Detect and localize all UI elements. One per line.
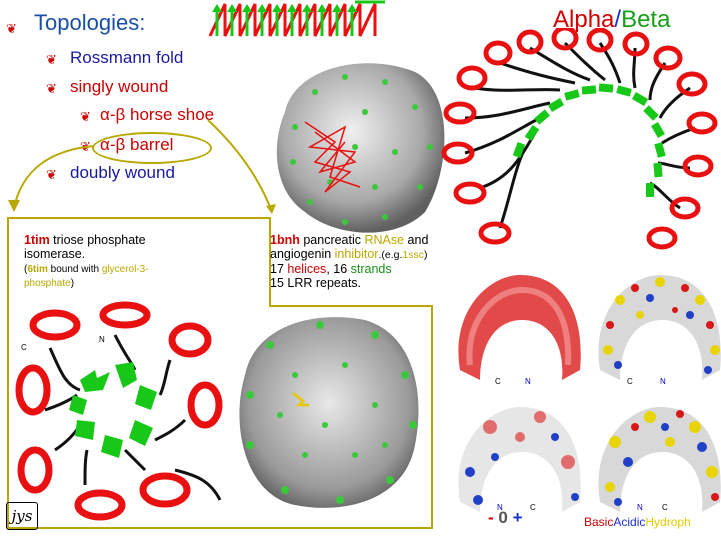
tim-sub-close: )	[70, 278, 75, 289]
bnh-inhibitor: inhibitor	[334, 247, 379, 261]
legend-plus: +	[512, 508, 523, 527]
author-logo: jys	[6, 502, 38, 530]
bnh-helices: helices	[287, 262, 327, 276]
panel4-c: C	[662, 503, 668, 512]
bnh-strand-sep: , 16	[326, 262, 351, 276]
bullet-icon: ❦	[6, 21, 17, 36]
panel1-n: N	[525, 377, 531, 386]
bnh-strands: strands	[350, 262, 392, 276]
surface-red	[458, 275, 581, 380]
tim-c-terminus: C	[21, 343, 27, 352]
bnh-angiogenin: angiogenin	[270, 247, 335, 261]
barrel-strands	[69, 362, 157, 458]
surface-charge	[458, 407, 581, 512]
tim-caption: 1tim triose phosphate isomerase. (6tim b…	[24, 233, 264, 291]
topologies-title: Topologies:	[34, 10, 146, 35]
topic-rossmann: Rossmann fold	[70, 48, 184, 67]
bnh-caption: 1bnh pancreatic RNAse and angiogenin inh…	[270, 233, 460, 290]
legend-minus: -	[488, 508, 494, 527]
tim-n-terminus: N	[99, 335, 105, 344]
panel3-c: C	[530, 503, 536, 512]
bnh-mid: pancreatic	[299, 233, 365, 247]
bnh-and: and	[404, 233, 429, 247]
bnh-paren: )	[423, 249, 428, 261]
helices	[441, 28, 718, 250]
legend-zero: 0	[498, 508, 508, 527]
legend-basic: Basic	[584, 515, 614, 529]
bnh-code: 1bnh	[270, 233, 300, 247]
bullet-icon: ❦	[46, 81, 57, 96]
bnh-ssc: 1ssc	[402, 249, 424, 261]
bnh-eg: .(e.g.	[378, 249, 403, 261]
panel2-n: N	[660, 377, 666, 386]
zigzag-helices	[208, 3, 377, 37]
legend-hydroph: Hydroph	[645, 515, 691, 529]
panel1-c: C	[495, 377, 501, 386]
bullet-icon: ❦	[46, 52, 57, 67]
tim-sub-open: (	[24, 264, 28, 275]
panel3-n: N	[497, 503, 503, 512]
tim-line2: isomerase.	[24, 247, 86, 261]
tim-line1: triose phosphate	[49, 233, 146, 247]
topic-singly-wound: singly wound	[70, 77, 169, 96]
tim-sub-mid: bound with	[47, 264, 102, 275]
panel2-c: C	[627, 377, 633, 386]
horseshoe-surface-panels: C N C N N C N C	[458, 275, 721, 512]
surface-property	[598, 275, 721, 380]
topology-zigzag-diagram	[208, 0, 385, 37]
bullet-icon: ❦	[46, 167, 57, 182]
legend-acidic: Acidic	[613, 515, 646, 529]
tim-ligand-1: glycerol-3-	[101, 264, 149, 275]
tim-ligand	[292, 392, 309, 407]
topic-horse-shoe: α-β horse shoe	[100, 105, 215, 124]
tim-sub-code: 6tim	[27, 264, 48, 275]
charge-legend: - 0 +	[488, 508, 523, 528]
strands	[512, 83, 666, 197]
topic-barrel: α-β barrel	[100, 135, 174, 154]
zigzag-strands	[215, 10, 354, 36]
highlight-ellipse	[92, 132, 212, 164]
horseshoe-ribbon-model	[441, 28, 718, 250]
bullet-icon: ❦	[80, 109, 91, 124]
tim-ligand-2: phosphate	[24, 278, 71, 289]
bnh-lrr: 15 LRR repeats.	[270, 276, 362, 290]
surface-property-2	[598, 407, 721, 512]
barrel-helices	[15, 301, 223, 521]
tim-surface-model	[239, 317, 419, 508]
slash-label: /	[614, 6, 622, 33]
bnh-rnase: RNAse	[364, 233, 405, 247]
tim-barrel-ribbon: C N	[15, 301, 223, 521]
tim-code: 1tim	[24, 233, 50, 247]
horseshoe-surface-model	[276, 63, 445, 233]
panel4-n: N	[637, 503, 643, 512]
arrow-to-barrel	[13, 145, 95, 209]
property-legend: BasicAcidicHydroph	[584, 515, 691, 529]
topic-doubly-wound: doubly wound	[70, 163, 175, 182]
beta-label: Beta	[621, 6, 671, 33]
ligand-wire	[304, 121, 361, 193]
arrow-to-horse-shoe	[207, 119, 273, 213]
bnh-helix-count: 17	[270, 262, 288, 276]
